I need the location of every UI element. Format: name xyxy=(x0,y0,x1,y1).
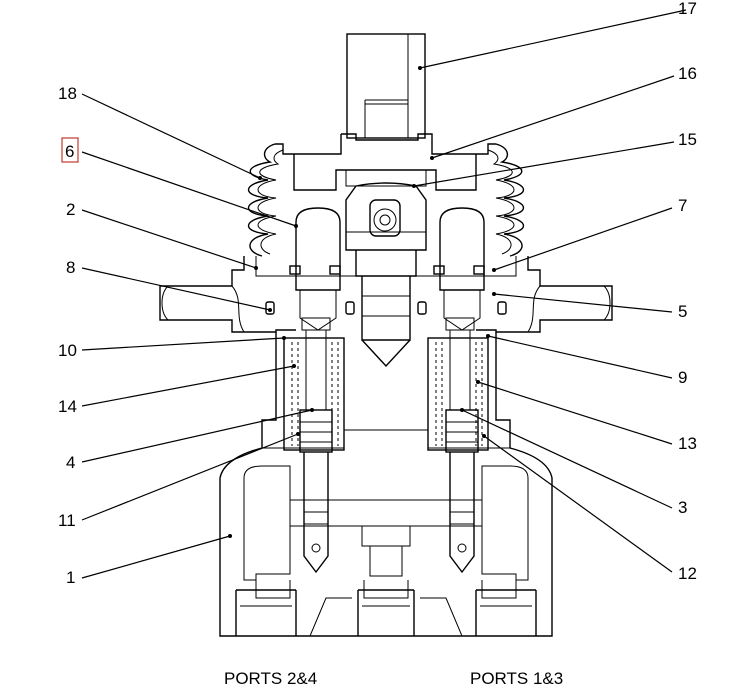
universal-joint xyxy=(345,182,427,251)
callout-8: 8 xyxy=(66,258,75,277)
callout-4: 4 xyxy=(66,453,75,472)
plunger-left xyxy=(295,207,341,331)
callout-14: 14 xyxy=(58,397,77,416)
port-label-left: PORTS 2&4 xyxy=(224,669,317,688)
callout-17: 17 xyxy=(678,0,697,18)
callout-labels: 17 16 15 18 6 2 7 8 5 10 9 14 13 4 3 11 … xyxy=(58,0,697,587)
upper-cap xyxy=(275,133,496,191)
callout-16: 16 xyxy=(678,64,697,83)
valve-body xyxy=(219,332,553,637)
callout-3: 3 xyxy=(678,498,687,517)
shaft xyxy=(346,33,426,139)
callout-9: 9 xyxy=(678,368,687,387)
callout-12: 12 xyxy=(678,564,697,583)
callout-13: 13 xyxy=(678,434,697,453)
callout-6-highlight xyxy=(61,137,79,163)
center-stem xyxy=(355,250,417,368)
spool-right xyxy=(445,409,479,574)
callout-2: 2 xyxy=(66,200,75,219)
spring-assembly-right xyxy=(427,317,489,451)
boot-left xyxy=(248,143,284,257)
callout-11: 11 xyxy=(58,511,76,530)
callout-5: 5 xyxy=(678,302,687,321)
spool-left xyxy=(299,409,333,574)
leader-lines xyxy=(81,9,687,579)
plunger-right xyxy=(439,207,485,331)
callout-6: 6 xyxy=(65,142,74,161)
callout-7: 7 xyxy=(678,196,687,215)
callout-15: 15 xyxy=(678,130,697,149)
leader-dots xyxy=(228,66,496,538)
upper-housing xyxy=(159,256,613,333)
seals xyxy=(265,265,507,315)
port-label-right: PORTS 1&3 xyxy=(470,669,563,688)
spring-assembly-left xyxy=(283,317,345,451)
callout-1: 1 xyxy=(66,568,75,587)
callout-10: 10 xyxy=(58,341,77,360)
callout-18: 18 xyxy=(58,84,77,103)
boot-right xyxy=(487,143,524,257)
